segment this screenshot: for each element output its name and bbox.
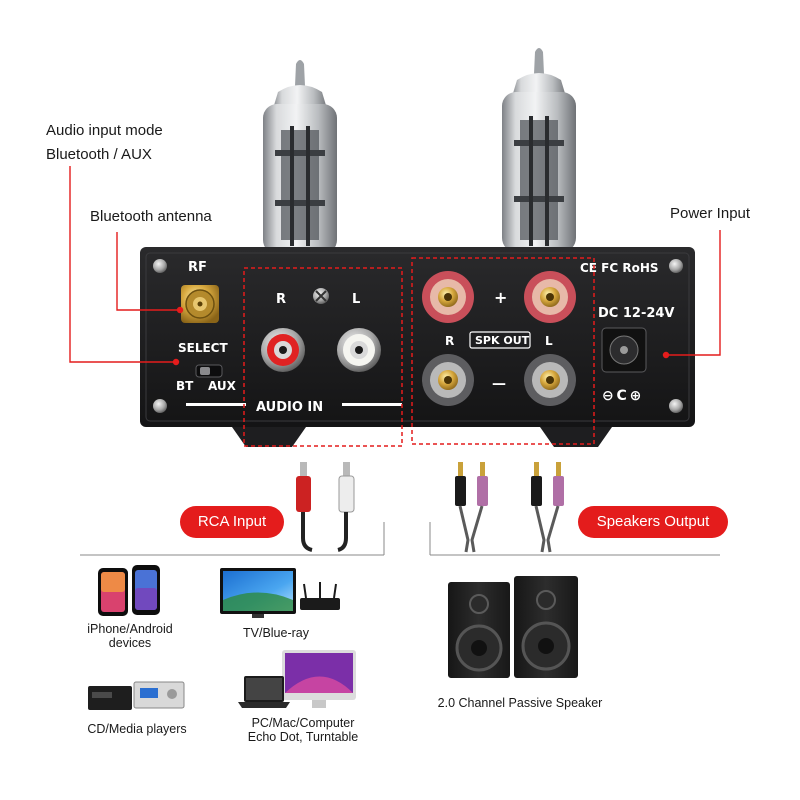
rca-l-label: L [352,292,360,307]
audio-mode-label-line2: Bluetooth / AUX [46,146,152,163]
tv-caption: TV/Blue-ray [243,626,309,640]
aux-label: AUX [208,379,237,393]
rca-r-label: R [276,292,286,307]
rf-antenna-connector [181,285,219,323]
rf-label: RF [188,260,207,275]
screw-icon [153,399,167,413]
bt-label: BT [176,379,194,393]
polarity-symbol: ⊖ C ⊕ [602,388,641,404]
cd-caption: CD/Media players [87,722,187,736]
dc-power-jack [601,327,647,373]
minus-label: — [492,376,506,392]
spk-out-label: SPK OUT [475,334,530,347]
bt-aux-select-switch [195,364,223,378]
audio-in-underline [186,403,246,406]
spk-out-highlight [411,257,595,445]
pc-caption-line1: PC/Mac/Computer [251,716,355,730]
audio-in-highlight [243,267,403,447]
plus-label: + [494,288,507,307]
screw-icon [669,399,683,413]
speaker-post-bottom-left [422,354,474,406]
rca-cable [296,462,355,552]
spk-l-label: L [545,334,553,348]
speaker-post-top-right [524,271,576,323]
select-label: SELECT [178,341,228,355]
speakers-output-pill: Speakers Output [578,506,728,538]
audio-in-underline [342,403,402,406]
spk-r-label: R [445,334,454,348]
phone-caption-line2: devices [108,636,152,650]
screw-icon [153,259,167,273]
vacuum-tube-right [502,48,576,252]
cd-player-icon [88,681,185,710]
power-input-label: Power Input [670,205,751,222]
certification-marks: CE FC RoHS [580,261,659,275]
tv-icon [220,568,296,618]
laptop-icon [238,676,290,708]
dc-voltage-label: DC 12-24V [598,306,675,321]
computer-monitor-icon [282,650,356,708]
speaker-wire-plugs [455,462,564,553]
passive-speaker-left [448,582,510,678]
audio-in-label: AUDIO IN [256,400,323,415]
rca-input-pill: RCA Input [180,506,284,538]
passive-speaker-right [514,576,578,678]
screw-icon [669,259,683,273]
audio-mode-label-line1: Audio input mode [46,122,163,139]
phone-caption-line1: iPhone/Android [87,622,173,636]
speakers-caption: 2.0 Channel Passive Speaker [437,696,603,710]
smartphone-icon [98,565,160,616]
vacuum-tube-left [263,60,337,254]
callout-lines [69,166,721,366]
bt-antenna-label: Bluetooth antenna [90,208,212,225]
rca-jack-right [261,328,305,372]
speaker-post-top-left [422,271,474,323]
router-icon [300,582,340,610]
pc-caption-line2: Echo Dot, Turntable [247,730,359,744]
rca-jack-left [337,328,381,372]
speaker-post-bottom-right [524,354,576,406]
